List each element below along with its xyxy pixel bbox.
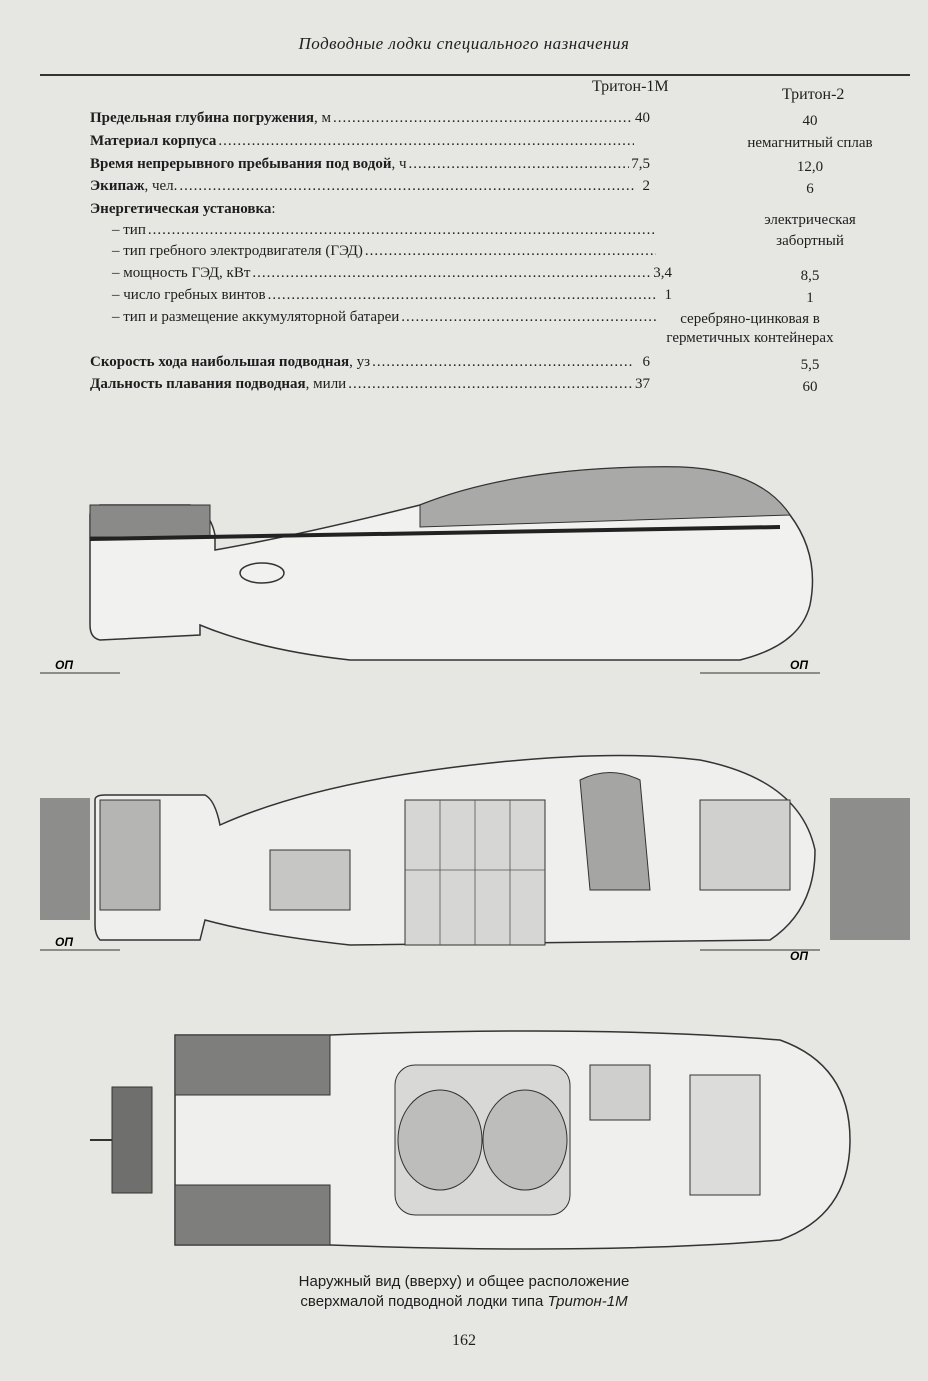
spec-row: – тип гребного электродвигателя (ГЭД) (90, 243, 672, 260)
caption-line-2-text: сверхмалой подводной лодки типа (300, 1293, 547, 1310)
value-triton-2: электрическая (700, 212, 920, 229)
spec-label-rest: – тип гребного электродвигателя (ГЭД) (112, 243, 363, 259)
leader-dots (348, 376, 633, 393)
exterior-side-view: ОП ОП (0, 455, 928, 680)
leader-dots (218, 133, 634, 150)
spec-label: Материал корпуса (90, 133, 216, 150)
top-plan-view (0, 1025, 928, 1255)
leader-dots (268, 287, 656, 304)
spec-row: – тип (90, 222, 672, 239)
spec-label-bold: Предельная глубина погружения (90, 110, 314, 126)
column-header-triton-2: Тритон-2 (782, 86, 844, 104)
cutaway-side-view: ОП ОП (0, 740, 928, 970)
value-triton-1m: 1 (658, 287, 672, 304)
spec-label-bold: Энергетическая установка (90, 201, 271, 217)
spec-row: Время непрерывного пребывания под водой,… (90, 156, 650, 173)
spec-label-bold: Дальность плавания подводная (90, 376, 306, 392)
value-triton-2: 40 (700, 113, 920, 130)
spec-label-bold: Скорость хода наибольшая подводная (90, 354, 349, 370)
value-triton-1m: 3,4 (653, 265, 672, 282)
spec-label-rest: – тип и размещение аккумуляторной батаре… (112, 309, 399, 325)
value-triton-2: серебряно-цинковая в (650, 311, 850, 328)
value-triton-2: 5,5 (700, 357, 920, 374)
spec-row: – мощность ГЭД, кВт 3,4 (90, 265, 672, 282)
value-triton-1m: 2 (636, 178, 650, 195)
op-label: ОП (55, 658, 73, 672)
value-triton-2: забортный (700, 233, 920, 250)
spec-label-bold: Экипаж (90, 178, 144, 194)
column-header-triton-1m: Тритон-1М (592, 78, 669, 96)
leader-dots (252, 265, 651, 282)
leader-dots (372, 354, 634, 371)
spec-row: – тип и размещение аккумуляторной батаре… (90, 309, 672, 326)
leader-dots (401, 309, 656, 326)
spec-label: Предельная глубина погружения, м (90, 110, 331, 127)
value-triton-2: 1 (700, 290, 920, 307)
op-label: ОП (55, 935, 73, 949)
spec-label-rest: , мили (306, 376, 347, 392)
running-header: Подводные лодки специального назначения (0, 34, 928, 54)
spec-label: Время непрерывного пребывания под водой,… (90, 156, 407, 173)
spec-label-rest: : (271, 201, 275, 217)
value-triton-2: 60 (700, 379, 920, 396)
value-triton-2: 6 (700, 181, 920, 198)
value-triton-2: 8,5 (700, 268, 920, 285)
spec-label-rest: – тип (112, 222, 146, 238)
figure-caption: Наружный вид (вверху) и общее расположен… (0, 1272, 928, 1312)
spec-label-rest: , м (314, 110, 331, 126)
spec-label: – тип (112, 222, 146, 239)
value-triton-1m: 40 (635, 110, 650, 127)
value-triton-2: 12,0 (700, 159, 920, 176)
page-number: 162 (0, 1332, 928, 1350)
spec-label-rest: – число гребных винтов (112, 287, 266, 303)
value-triton-1m: 6 (636, 354, 650, 371)
value-triton-1m: 7,5 (631, 156, 650, 173)
spec-label-rest: , уз (349, 354, 370, 370)
spec-label: Дальность плавания подводная, мили (90, 376, 346, 393)
spec-label-bold: Материал корпуса (90, 133, 216, 149)
spec-label: Экипаж, чел. (90, 178, 177, 195)
spec-row: Скорость хода наибольшая подводная, уз 6 (90, 354, 650, 371)
leader-dots (409, 156, 630, 173)
spec-row: Экипаж, чел. 2 (90, 178, 650, 195)
leader-dots (365, 243, 656, 260)
spec-label: – мощность ГЭД, кВт (112, 265, 250, 282)
spec-label: Скорость хода наибольшая подводная, уз (90, 354, 370, 371)
spec-label-rest: , ч (391, 156, 406, 172)
leader-dots (333, 110, 633, 127)
spec-label-rest: – мощность ГЭД, кВт (112, 265, 250, 281)
caption-line-2: сверхмалой подводной лодки типа Тритон-1… (0, 1292, 928, 1312)
caption-line-1: Наружный вид (вверху) и общее расположен… (0, 1272, 928, 1292)
spec-row: Энергетическая установка: (90, 201, 650, 218)
spec-label: Энергетическая установка: (90, 201, 276, 218)
value-triton-2-cont: герметичных контейнерах (650, 330, 850, 347)
spec-label: – тип гребного электродвигателя (ГЭД) (112, 243, 363, 260)
spec-row: Дальность плавания подводная, мили 37 (90, 376, 650, 393)
value-triton-2: немагнитный сплав (700, 135, 920, 152)
spec-label: – тип и размещение аккумуляторной батаре… (112, 309, 399, 326)
caption-boat-name: Тритон-1М (547, 1293, 627, 1310)
spec-row: Предельная глубина погружения, м 40 (90, 110, 650, 127)
leader-dots (179, 178, 634, 195)
op-label: ОП (790, 658, 808, 672)
leader-dots (148, 222, 656, 239)
value-triton-1m: 37 (635, 376, 650, 393)
op-label: ОП (790, 949, 808, 963)
spec-row: Материал корпуса (90, 133, 650, 150)
header-rule (40, 74, 910, 76)
spec-label-rest: , чел. (144, 178, 177, 194)
spec-label-bold: Время непрерывного пребывания под водой (90, 156, 391, 172)
spec-label: – число гребных винтов (112, 287, 266, 304)
spec-row: – число гребных винтов 1 (90, 287, 672, 304)
